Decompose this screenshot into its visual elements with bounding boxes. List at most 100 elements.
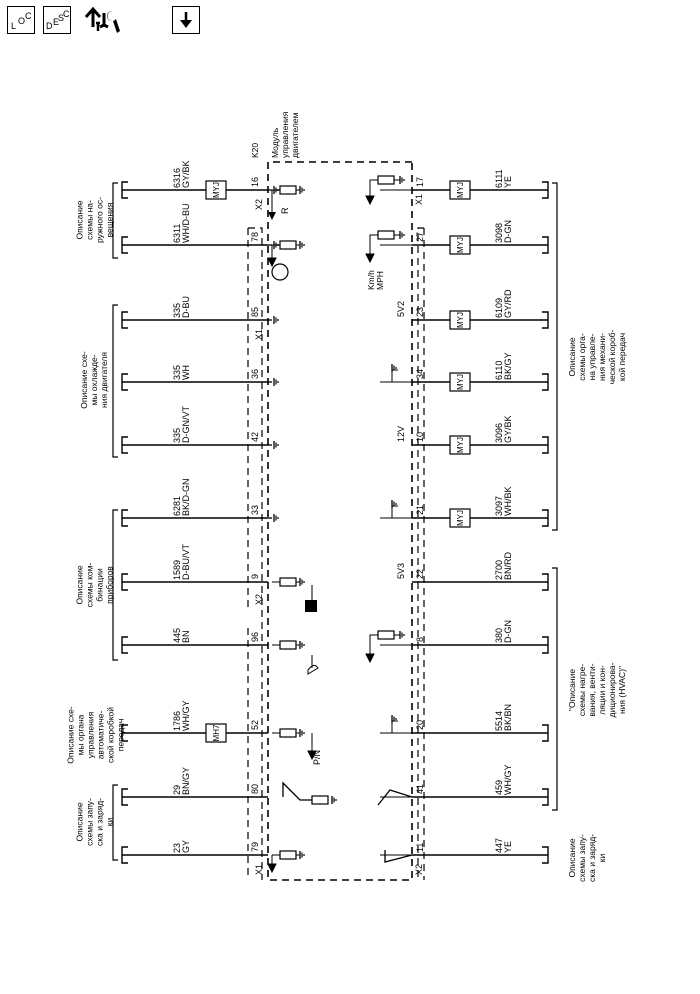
left-component-box: [205, 180, 227, 200]
pullup-resistor: [279, 577, 297, 587]
pullup-resistor: [279, 850, 297, 860]
left-circuit-color: D-GN/VT: [181, 406, 191, 444]
right-group-label-trans-ctrl-right-line: ния механи-: [597, 333, 607, 381]
pullup-resistor: [311, 795, 329, 805]
right-pin-number: 34: [415, 369, 425, 379]
ground-icon: [391, 715, 397, 723]
left-circuit-color: D-BU: [181, 296, 191, 318]
speed-output-kmh: Km/h: [366, 270, 376, 290]
left-component-box-label: MH7: [212, 724, 221, 741]
fuel-gauge-icon: [305, 600, 317, 612]
left-circuit-color: WH/GY: [181, 701, 191, 732]
left-circuit-color: BK/D-GN: [181, 478, 191, 516]
right-group-label-hvac-line: вания, венти-: [587, 663, 597, 716]
right-circuit-color: D-GN: [503, 220, 513, 243]
right-component-box: [449, 180, 471, 200]
left-group-label-start-left-line: Описание: [75, 802, 85, 841]
right-component-box-label: MYJ: [456, 510, 465, 526]
ground-icon: [299, 729, 305, 737]
right-supply-label: 5V3: [396, 563, 406, 579]
arrow-down-icon: [307, 733, 317, 761]
left-pin-number: 79: [250, 842, 260, 852]
left-group-label-cluster-line: бинации: [95, 568, 105, 602]
arrow-down-icon: [365, 645, 375, 664]
right-component-box: [449, 435, 471, 455]
right-pin-number: 27: [415, 232, 425, 242]
right-group-label-start-right-line: ска и заряд-: [587, 834, 597, 882]
left-pin-number: 42: [250, 432, 260, 442]
left-component-box: [205, 723, 227, 743]
left-group-label-trans-ctrl-line: автоматиче-: [96, 711, 106, 760]
transmission-service-icon[interactable]: [82, 5, 124, 37]
left-group-label-exterior-line: схемы на-: [85, 200, 95, 240]
right-component-box-label: MYJ: [456, 182, 465, 198]
left-circuit-number: 6316: [172, 168, 182, 188]
switch-icon: [377, 789, 413, 806]
right-circuit-number: 459: [494, 780, 504, 795]
module-name-line: управления: [280, 111, 290, 158]
ground-icon: [273, 316, 279, 324]
right-pin-number: 20: [415, 720, 425, 730]
right-group-label-trans-ctrl-right-line: схемы орга-: [577, 333, 587, 381]
module-outline: [267, 161, 413, 881]
download-button[interactable]: [172, 6, 200, 34]
right-component-box-label: MYJ: [456, 374, 465, 390]
ground-icon: [299, 851, 305, 859]
left-circuit-number: 23: [172, 843, 182, 853]
ground-icon: [299, 578, 305, 586]
left-pin-number: 80: [250, 784, 260, 794]
loc-button[interactable]: L O C: [7, 6, 35, 34]
right-circuit-color: GY/BK: [503, 415, 513, 443]
pullup-resistor: [377, 175, 395, 185]
right-group-label-hvac-line: "Описание: [567, 669, 577, 711]
left-group-label-trans-ctrl-line: ской коробкой: [106, 707, 116, 763]
right-group-label-trans-ctrl-right-line: ческой короб-: [607, 329, 617, 384]
ground-icon: [331, 796, 337, 804]
left-group-label-trans-ctrl-line: мы органа: [76, 714, 86, 755]
left-group-label-start-left-line: ки: [105, 818, 115, 827]
left-group-label-cooling: Описание схе-мы охлажде-ния двигателя: [79, 351, 109, 409]
right-circuit-number: 3097: [494, 496, 504, 516]
left-group-label-cluster-line: схемы ком-: [85, 563, 95, 608]
connector-x2-label: X2: [414, 864, 424, 875]
right-circuit-number: 3098: [494, 223, 504, 243]
desc-button[interactable]: D E S C: [43, 6, 71, 34]
left-group-label-trans-ctrl-line: Описание схе-: [66, 706, 76, 764]
loc-letter-c: C: [25, 11, 32, 21]
pullup-resistor: [279, 728, 297, 738]
right-group-label-trans-ctrl-right-line: Описание: [567, 337, 577, 376]
pullup-resistor: [377, 630, 395, 640]
right-supply-label: 12V: [396, 426, 406, 442]
ground-icon: [399, 631, 405, 639]
right-pin-number: 41: [415, 784, 425, 794]
right-supply-label: 5V2: [396, 301, 406, 317]
left-circuit-number: 335: [172, 428, 182, 443]
arrow-down-icon: [365, 245, 375, 264]
ground-icon: [391, 500, 397, 508]
left-group-label-exterior-line: ружного ос-: [95, 197, 105, 243]
desc-letter-d: D: [46, 21, 53, 31]
right-pin-number: 23: [415, 307, 425, 317]
connector-x1-label: X1: [254, 864, 264, 875]
right-circuit-number: 5514: [494, 711, 504, 731]
right-group-label-hvac-line: диционирова-: [607, 662, 617, 717]
right-circuit-color: WH/GY: [503, 765, 513, 796]
right-pin-number: 11: [415, 843, 425, 852]
speed-output-mph: MPH: [375, 271, 385, 290]
left-pin-number: 78: [250, 232, 260, 242]
left-pin-number: 9: [250, 574, 260, 579]
park-neutral-label: P/N: [312, 750, 322, 765]
left-pin-number: 16: [250, 177, 260, 187]
right-circuit-number: 6109: [494, 298, 504, 318]
left-component-box-label: MYJ: [212, 182, 221, 198]
left-circuit-number: 1589: [172, 560, 182, 580]
connector-x1-label: X1: [414, 194, 424, 205]
right-component-box: [449, 310, 471, 330]
right-circuit-color: GY/RD: [503, 289, 513, 318]
